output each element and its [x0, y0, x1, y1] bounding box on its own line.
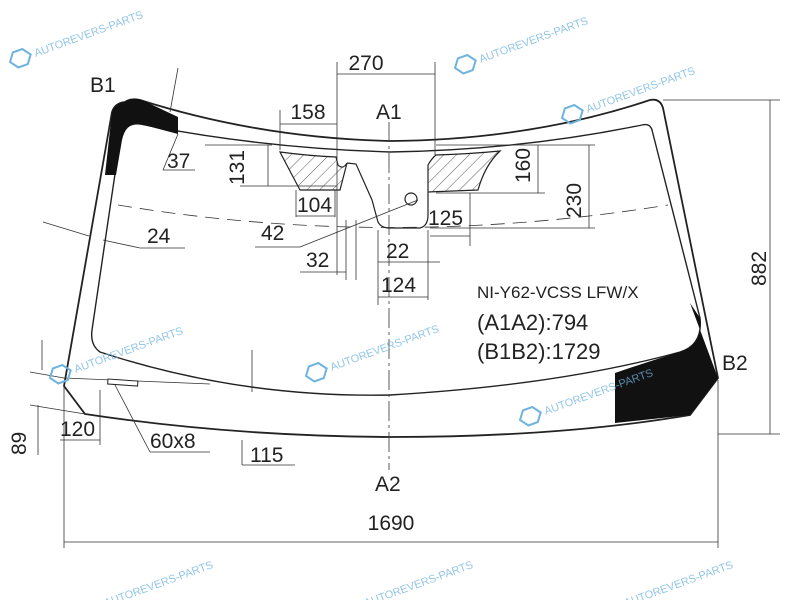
watermark-text: AUTOREVERS-PARTS — [103, 559, 215, 600]
dim-158: 158 — [290, 101, 325, 124]
watermark-text: AUTOREVERS-PARTS — [329, 323, 441, 374]
b1b2-length: (B1B2):1729 — [477, 339, 601, 364]
dim-89: 89 — [8, 432, 31, 455]
black-band-b2 — [615, 303, 718, 423]
dim-120: 120 — [60, 418, 95, 441]
dim-160: 160 — [512, 148, 535, 183]
watermark-text: AUTOREVERS-PARTS — [363, 559, 475, 600]
a1a2-length: (A1A2):794 — [477, 310, 588, 335]
dim-270: 270 — [348, 52, 383, 75]
label-a1: A1 — [376, 101, 402, 124]
label-b2: B2 — [722, 352, 748, 375]
dashed-line — [117, 204, 669, 228]
watermark-logo-icon — [48, 363, 72, 385]
sensor-hatch-left — [278, 151, 348, 191]
watermark-logo-icon — [453, 53, 477, 75]
dimension-lines — [29, 62, 780, 548]
label-a2: A2 — [375, 473, 401, 496]
dim-882: 882 — [748, 251, 771, 286]
dim-22: 22 — [386, 240, 409, 263]
dim-1690: 1690 — [368, 512, 415, 535]
dim-60x8: 60x8 — [150, 430, 196, 453]
dim-115: 115 — [250, 444, 283, 467]
watermark-logo-icon — [560, 103, 584, 125]
dim-24: 24 — [147, 225, 171, 248]
dim-124: 124 — [381, 274, 416, 297]
watermark-logo-icon — [8, 47, 32, 69]
glass-inner-edge — [90, 123, 702, 396]
dim-32: 32 — [306, 249, 329, 272]
watermark-logo-icon — [518, 405, 542, 427]
watermark-text: AUTOREVERS-PARTS — [33, 9, 145, 60]
watermark-text: AUTOREVERS-PARTS — [623, 559, 735, 600]
watermark-text: AUTOREVERS-PARTS — [478, 15, 590, 66]
dim-37: 37 — [167, 150, 190, 173]
sensor-notch — [346, 162, 429, 229]
slot-60x8 — [107, 378, 139, 387]
dim-230: 230 — [563, 183, 586, 218]
part-code: NI-Y62-VCSS LFW/X — [477, 283, 639, 302]
black-band-b1 — [105, 98, 178, 175]
watermark-logo-icon — [304, 361, 328, 383]
dim-131: 131 — [226, 150, 249, 185]
label-b1: B1 — [90, 74, 116, 97]
glass-outer-edge — [63, 98, 719, 438]
dim-125: 125 — [428, 207, 463, 230]
dim-42: 42 — [261, 222, 284, 245]
watermarks: AUTOREVERS-PARTS AUTOREVERS-PARTS AUTORE… — [8, 9, 735, 600]
watermark-text: AUTOREVERS-PARTS — [73, 325, 185, 376]
dim-104: 104 — [297, 194, 332, 217]
sensor-hatch-right — [427, 150, 502, 193]
watermark-text: AUTOREVERS-PARTS — [585, 65, 697, 116]
